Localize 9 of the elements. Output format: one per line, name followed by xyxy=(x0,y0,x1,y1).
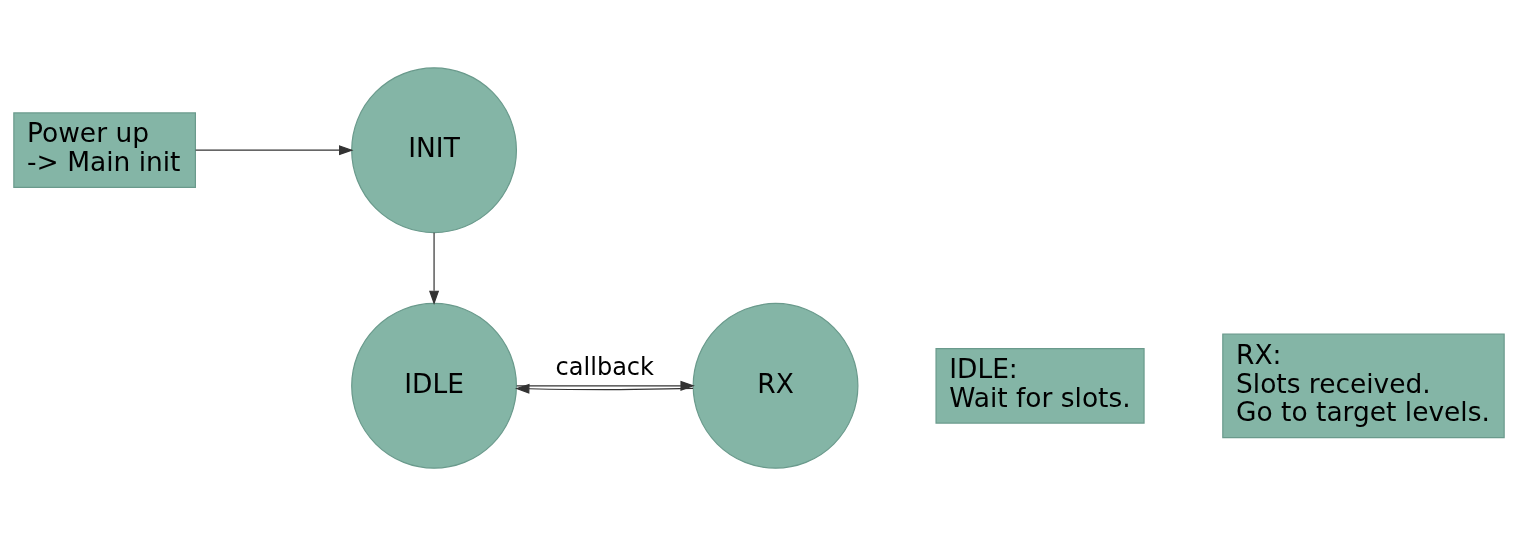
node-circle: INIT xyxy=(351,67,518,234)
node-box: IDLE: Wait for slots. xyxy=(935,347,1145,424)
edge-label: callback xyxy=(555,353,654,382)
arrow xyxy=(195,145,354,156)
node-box: Power up -> Main init xyxy=(13,112,196,189)
arrow xyxy=(429,232,440,306)
node-circle: RX xyxy=(692,302,859,469)
node-circle: IDLE xyxy=(351,302,518,469)
node-box: RX: Slots received. Go to target levels. xyxy=(1222,333,1505,439)
